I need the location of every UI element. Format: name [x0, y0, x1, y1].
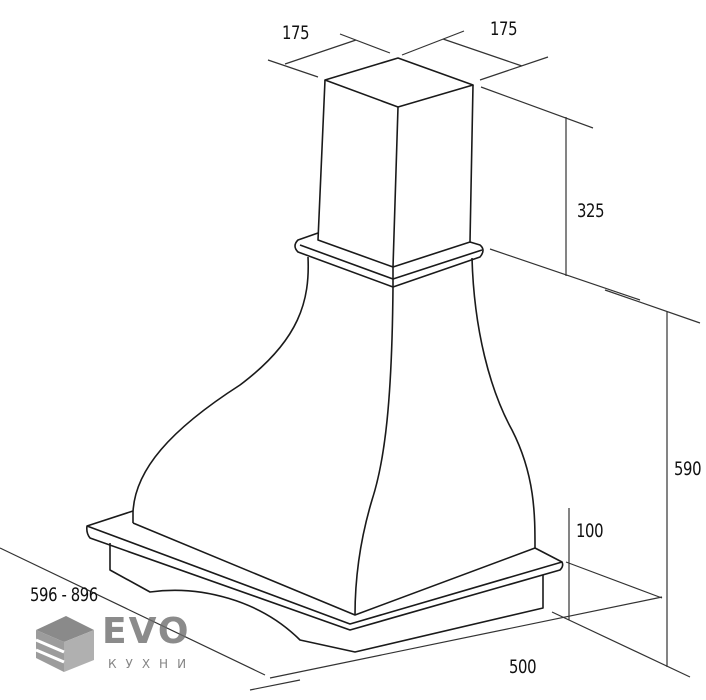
chimney	[317, 57, 474, 268]
dim-hood-height: 590	[674, 458, 702, 480]
base-slab	[86, 510, 564, 653]
cube-logo-icon	[36, 616, 94, 672]
evo-logo: EVO КУХНИ	[36, 612, 216, 678]
dim-chimney-width-left: 175	[282, 22, 310, 44]
logo-word: EVO	[102, 611, 191, 652]
dim-chimney-width-right: 175	[490, 18, 518, 40]
dimension-lines	[0, 30, 701, 691]
dim-base-height: 100	[576, 520, 604, 542]
dim-total-height-range: 596 - 896	[30, 584, 98, 606]
logo-subtitle: КУХНИ	[108, 657, 196, 671]
dim-chimney-height: 325	[577, 200, 605, 222]
hood-body	[132, 256, 536, 616]
dim-depth: 500	[509, 656, 537, 678]
